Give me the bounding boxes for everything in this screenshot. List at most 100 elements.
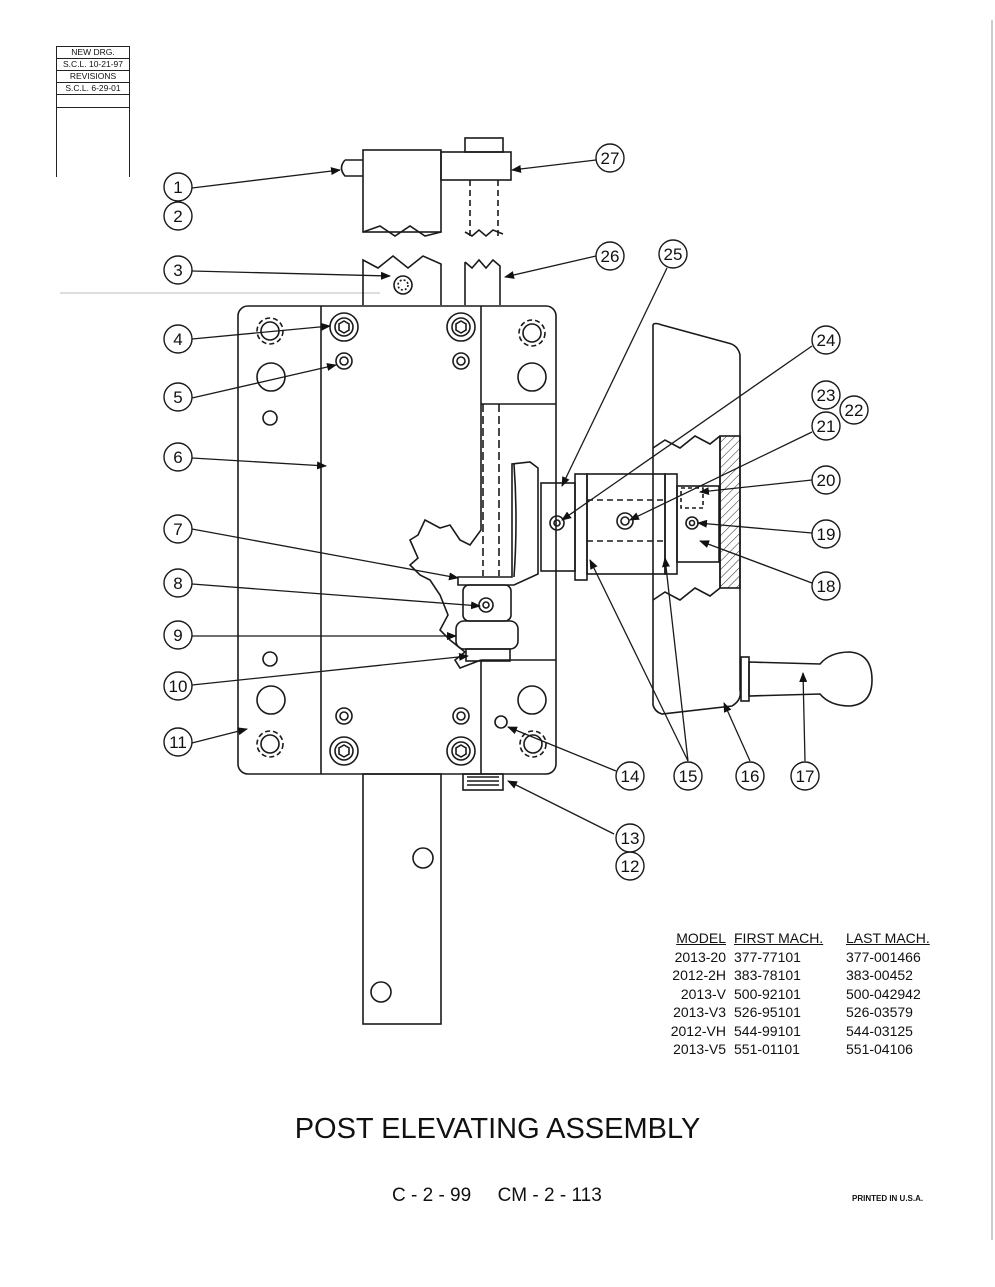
callout-label-21: 21: [817, 417, 836, 436]
table-row: 2013-V 500-92101 500-042942: [652, 985, 952, 1004]
model-table: MODEL FIRST MACH. LAST MACH. 2013-20 377…: [652, 929, 952, 1059]
callout-circle-15: [673, 761, 703, 791]
callout-circle-27: [595, 143, 625, 173]
drawing-title: POST ELEVATING ASSEMBLY: [294, 1113, 701, 1145]
post-top: [340, 137, 512, 238]
callout-circle-23: [811, 380, 841, 410]
callout-circle-8: [163, 568, 193, 598]
callout-circle-7: [163, 514, 193, 544]
table-cell: 551-04106: [846, 1041, 913, 1057]
callout-circle-2: [163, 201, 193, 231]
post-middle: [362, 254, 501, 305]
table-row: 2012-2H 383-78101 383-00452: [652, 966, 952, 985]
table-cell: 544-99101: [734, 1022, 801, 1039]
callout-label-22: 22: [845, 401, 864, 420]
table-cell: 377-001466: [846, 948, 921, 965]
table-row: 2013-20 377-77101 377-001466: [652, 948, 952, 967]
table-cell: 2013-V3: [673, 1004, 726, 1020]
callout-label-11: 11: [169, 733, 187, 752]
handwheel: [652, 322, 873, 715]
table-cell: 2012-2H: [672, 967, 726, 983]
table-cell: 2013-20: [674, 948, 726, 965]
revision-row: NEW DRG.: [57, 47, 129, 59]
callout-circle-5: [163, 382, 193, 412]
callout-circle-14: [615, 761, 645, 791]
table-cell: 526-95101: [734, 1004, 801, 1020]
table-cell: 2013-V: [680, 985, 726, 1002]
callout-label-10: 10: [169, 677, 188, 696]
handwheel-shaft: [540, 473, 720, 581]
callout-circle-1: [163, 172, 193, 202]
callout-label-14: 14: [621, 767, 640, 786]
callout-label-27: 27: [601, 149, 620, 168]
drawing-number: C - 2 - 99 CM - 2 - 113: [392, 1185, 602, 1206]
callout-label-5: 5: [173, 388, 182, 407]
gear-section: [408, 404, 539, 669]
table-header: MODEL: [676, 930, 726, 946]
revision-row: S.C.L. 6-29-01: [57, 83, 129, 95]
callout-circle-18: [811, 571, 841, 601]
callout-label-24: 24: [817, 331, 836, 350]
callout-label-4: 4: [173, 330, 182, 349]
post-bottom: [362, 773, 504, 1025]
callout-circle-13: [615, 823, 645, 853]
table-row: 2013-V3 526-95101 526-03579: [652, 1003, 952, 1022]
revision-row: REVISIONS: [57, 71, 129, 83]
callout-circle-10: [163, 671, 193, 701]
table-header: FIRST MACH.: [734, 930, 824, 946]
callout-label-7: 7: [173, 520, 182, 539]
callout-circle-6: [163, 442, 193, 472]
table-header: LAST MACH.: [846, 930, 930, 946]
revision-row: S.C.L. 10-21-97: [57, 59, 129, 71]
table-cell: 2013-V5: [673, 1041, 726, 1057]
table-cell: 2012-VH: [670, 1022, 726, 1039]
printed-note: PRINTED IN U.S.A.: [852, 1194, 924, 1203]
table-cell: 551-01101: [734, 1041, 800, 1057]
table-cell: 500-042942: [846, 985, 921, 1002]
callout-label-15: 15: [679, 767, 698, 786]
table-header-row: MODEL FIRST MACH. LAST MACH.: [652, 929, 952, 948]
callout-label-8: 8: [173, 574, 182, 593]
callout-circle-20: [811, 465, 841, 495]
leader-lines: [191, 159, 813, 835]
callout-circle-11: [163, 727, 193, 757]
callout-circle-9: [163, 620, 193, 650]
table-cell: 526-03579: [846, 1004, 913, 1020]
table-cell: 383-78101: [734, 967, 801, 983]
callout-circle-19: [811, 519, 841, 549]
base-plate: [237, 305, 557, 775]
callout-label-16: 16: [741, 767, 760, 786]
callout-label-26: 26: [601, 247, 620, 266]
revision-row: [57, 95, 129, 108]
callout-label-2: 2: [173, 207, 182, 226]
table-row: 2013-V5 551-01101 551-04106: [652, 1040, 952, 1059]
table-cell: 544-03125: [846, 1022, 913, 1039]
callout-circle-17: [790, 761, 820, 791]
callout-circle-21: [811, 411, 841, 441]
callout-circle-26: [595, 241, 625, 271]
table-cell: 500-92101: [734, 985, 801, 1002]
callout-label-18: 18: [817, 577, 836, 596]
revision-block: NEW DRG. S.C.L. 10-21-97 REVISIONS S.C.L…: [56, 46, 130, 177]
table-cell: 383-00452: [846, 967, 913, 983]
callout-label-13: 13: [621, 829, 640, 848]
callout-label-25: 25: [664, 245, 683, 264]
callout-label-23: 23: [817, 386, 836, 405]
callout-circle-22: [839, 395, 869, 425]
callout-label-19: 19: [817, 525, 836, 544]
callout-label-1: 1: [173, 178, 182, 197]
table-cell: 377-77101: [734, 948, 801, 965]
table-row: 2012-VH 544-99101 544-03125: [652, 1022, 952, 1041]
callout-label-17: 17: [796, 767, 815, 786]
callout-label-6: 6: [173, 448, 182, 467]
callout-circle-25: [658, 239, 688, 269]
callout-label-20: 20: [817, 471, 836, 490]
callout-circle-3: [163, 255, 193, 285]
callout-label-3: 3: [173, 261, 182, 280]
callout-circle-4: [163, 324, 193, 354]
callout-label-12: 12: [621, 857, 640, 876]
callout-circle-24: [811, 325, 841, 355]
